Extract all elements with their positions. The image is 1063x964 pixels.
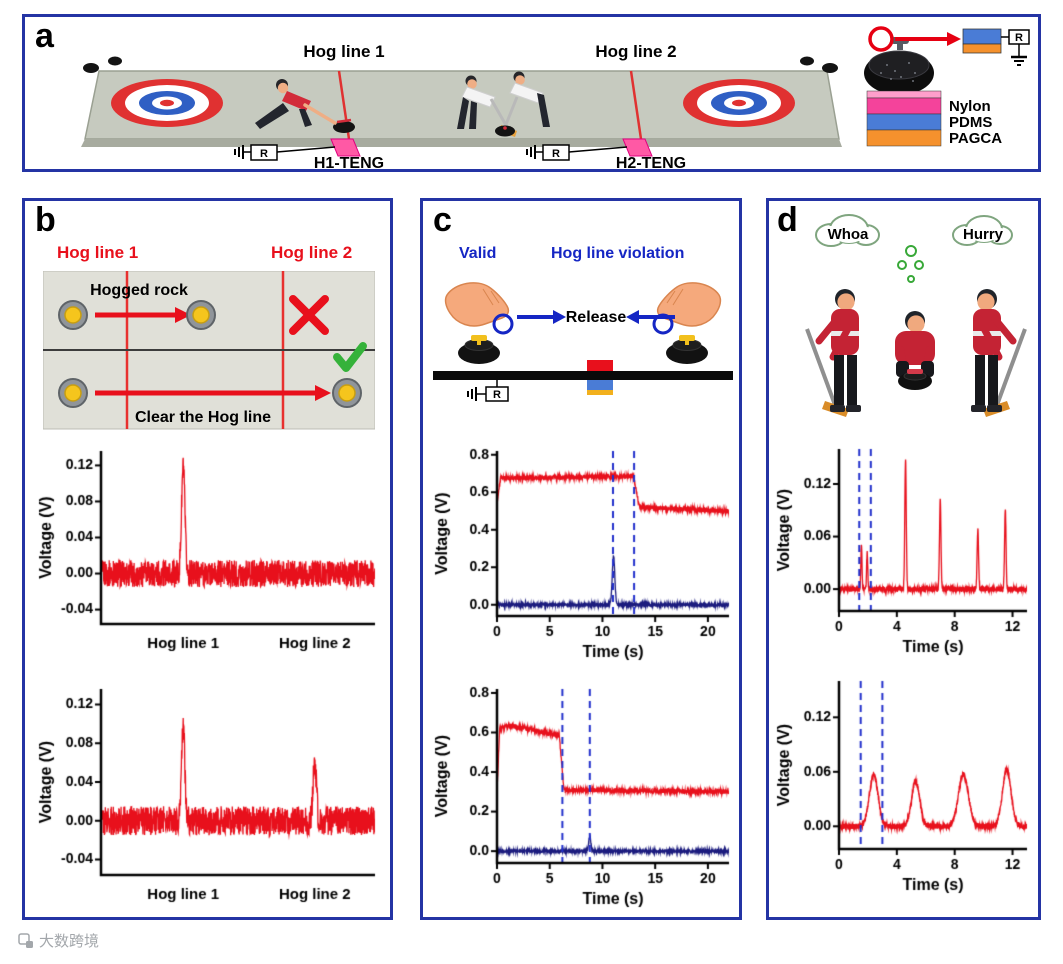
panel-c-label: c: [433, 201, 452, 239]
end-bumper-icon: [108, 56, 122, 66]
release-test-illustration: Release R: [433, 282, 733, 402]
release-point-circle-icon: [492, 313, 514, 335]
test-track: [433, 371, 733, 380]
chart-d-bottom: [773, 671, 1035, 899]
release-arrow-left-icon: [626, 310, 675, 324]
chart-c-top: [431, 441, 737, 666]
teng-yellow-layer: [587, 390, 613, 395]
stone-icon: [186, 300, 216, 330]
stone-icon: [58, 300, 88, 330]
clear-hog-line-label: Clear the Hog line: [135, 409, 271, 426]
valid-label: Valid: [459, 245, 497, 262]
house-left-icon: [111, 79, 223, 127]
hogged-arrow-icon: [95, 307, 191, 323]
teng-blue-layer: [587, 380, 613, 390]
panel-d: d Whoa Hurry: [766, 198, 1041, 920]
chart-b-top: [35, 441, 383, 666]
hand-icon: [652, 282, 722, 364]
thought-cloud-whoa: Whoa: [815, 214, 880, 247]
sweepers-illustration: [457, 71, 550, 137]
h1-teng-label: H1-TENG: [314, 155, 384, 171]
stone-icon: [666, 335, 708, 364]
h1-teng-strip: [330, 138, 361, 157]
hog-line-rule-illustration: Hogged rock: [43, 271, 375, 430]
resistor-label: R: [1015, 32, 1023, 44]
hog-line-1-label: Hog line 1: [303, 42, 384, 61]
watermark-text: 大数跨境: [39, 933, 100, 950]
hand-icon: [444, 282, 514, 364]
sweeping-illustration: Whoa Hurry: [805, 214, 1027, 417]
h1-resistor-circuit: R: [234, 144, 336, 161]
thought-cloud-hurry: Hurry: [952, 215, 1013, 246]
panel-b-label: b: [35, 201, 56, 239]
whoa-label: Whoa: [828, 226, 869, 243]
hog-line-2-label: Hog line 2: [595, 42, 676, 61]
violation-label: Hog line violation: [551, 245, 685, 262]
hog-line-2: [629, 70, 643, 140]
material-stack: [866, 90, 942, 147]
end-bumper-icon: [800, 56, 814, 66]
pagca-label: PAGCA: [949, 130, 1002, 147]
valid-check-icon: [333, 342, 367, 372]
teng-structure-schematic: R Nylon PDMS PAGCA: [864, 26, 1030, 147]
chart-b-bottom: [35, 679, 383, 917]
curling-sheet-illustration: Hog line 1 Hog line 2 H1-TENG H2-TENG R …: [81, 42, 842, 171]
violation-x-icon: [289, 295, 329, 335]
chart-c-bottom: [431, 679, 737, 913]
house-right-icon: [683, 79, 795, 127]
stone-icon: [332, 378, 362, 408]
stone-icon: [458, 335, 500, 364]
end-bumper-icon: [822, 63, 838, 73]
hurry-label: Hurry: [963, 226, 1004, 243]
sweeper-left-illustration: [805, 289, 861, 417]
release-label: Release: [566, 309, 627, 326]
panel-a: a: [22, 14, 1041, 172]
contact-point-circle-icon: [868, 26, 894, 52]
thrower-illustration: [255, 79, 355, 133]
pdms-label: PDMS: [949, 114, 992, 131]
panel-b: b Hog line 1 Hog line 2 Hogged rock: [22, 198, 393, 920]
end-bumper-icon: [83, 63, 99, 73]
mini-teng-stack: [962, 28, 1002, 54]
resistor-label: R: [260, 148, 268, 160]
hog-line-2-label: Hog line 2: [271, 243, 353, 262]
panel-d-label: d: [777, 201, 798, 239]
hogged-rock-label: Hogged rock: [90, 282, 188, 299]
resistor-label: R: [552, 148, 560, 160]
nylon-label: Nylon: [949, 98, 991, 115]
stone-icon: [58, 378, 88, 408]
hog-line-1-label: Hog line 1: [57, 243, 139, 262]
watermark-logo-icon: [18, 932, 33, 948]
h2-teng-label: H2-TENG: [616, 155, 686, 171]
release-arrow-right-icon: [517, 310, 566, 324]
sweeper-right-illustration: [971, 289, 1027, 417]
teng-red-layer: [587, 360, 613, 371]
panel-a-label: a: [35, 17, 54, 55]
watermark: 大数跨境: [18, 930, 99, 951]
contact-arrow-icon: [895, 32, 961, 46]
thought-bubbles-icon: [897, 245, 924, 283]
h2-teng-strip: [622, 138, 653, 157]
curling-stone-icon: [864, 37, 934, 95]
panel-c: c Valid Hog line violation: [420, 198, 742, 920]
sheet-side: [81, 139, 842, 147]
h2-resistor-circuit: R: [526, 144, 628, 161]
chart-d-top: [773, 439, 1035, 661]
mini-resistor-circuit: R: [1001, 29, 1030, 66]
resistor-label: R: [493, 389, 501, 401]
skip-center-illustration: [895, 311, 935, 390]
resistor-circuit: R: [467, 380, 509, 402]
clear-arrow-icon: [95, 385, 331, 401]
